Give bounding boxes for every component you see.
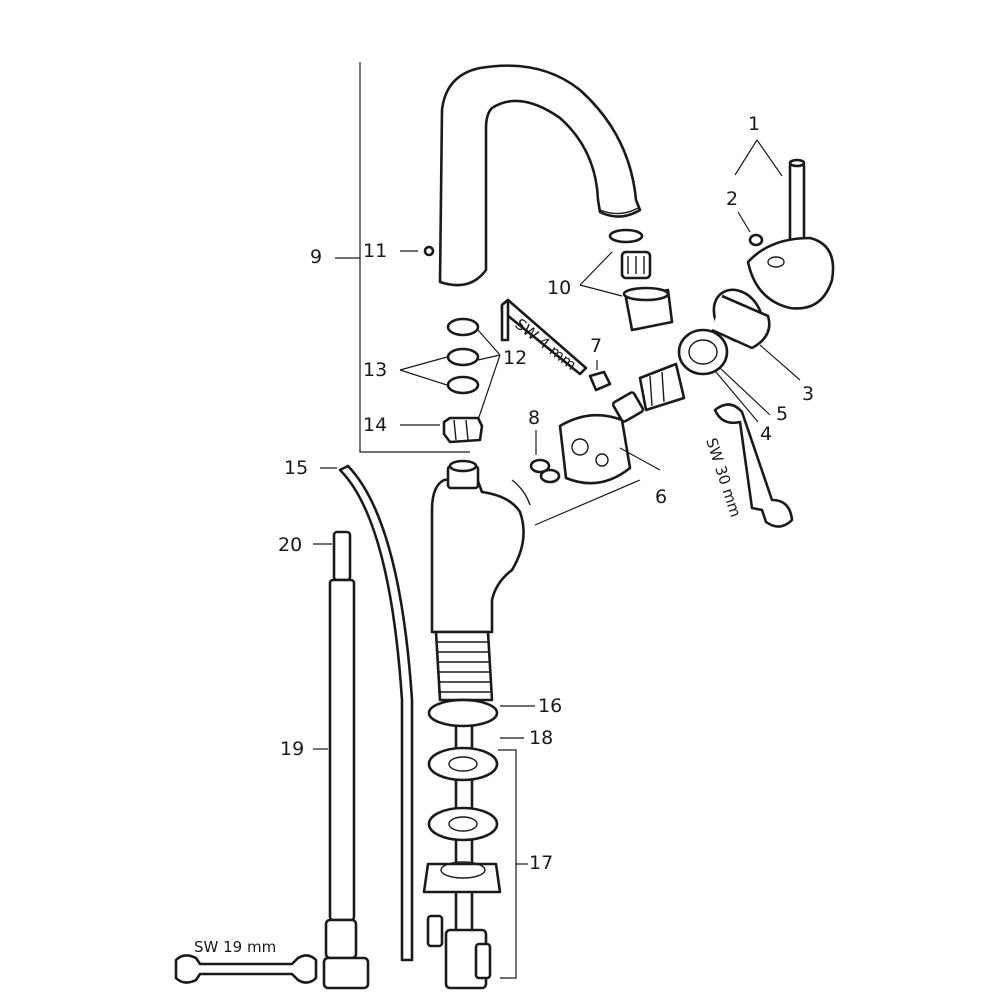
label-4: 4 (760, 423, 772, 445)
cartridge-6 (534, 362, 686, 526)
hose-15 (320, 464, 414, 962)
wrench-19-size-label: SW 19 mm (194, 938, 276, 956)
label-16: 16 (538, 695, 562, 717)
hose-19-20 (313, 530, 370, 990)
label-7: 7 (590, 335, 602, 357)
faucet-body (430, 459, 525, 702)
wrench-icon (713, 403, 794, 528)
label-12: 12 (503, 347, 527, 369)
label-18: 18 (529, 727, 553, 749)
mounting-set (422, 698, 535, 990)
cover-ring-3 (711, 288, 801, 381)
label-8: 8 (528, 407, 540, 429)
handle-lever (734, 139, 835, 310)
spout (438, 64, 642, 287)
label-2: 2 (726, 188, 738, 210)
wrench-icon (174, 954, 318, 984)
screw-11 (400, 245, 435, 257)
bracket-9 (335, 62, 470, 453)
grub-screw-2 (737, 211, 764, 247)
label-15: 15 (284, 457, 308, 479)
screw-7 (588, 360, 612, 392)
o-rings-8 (511, 430, 561, 506)
label-13: 13 (363, 359, 387, 381)
nut-4-5 (677, 328, 771, 423)
wrench-30-size-label: SW 30 mm (702, 436, 745, 520)
label-10: 10 (547, 277, 571, 299)
label-6: 6 (655, 486, 667, 508)
seal-stack-12-13-14 (399, 317, 501, 444)
label-5: 5 (776, 403, 788, 425)
label-14: 14 (363, 414, 387, 436)
allen-key-icon (500, 298, 588, 376)
label-11: 11 (363, 240, 387, 262)
label-9: 9 (310, 246, 322, 268)
label-20: 20 (278, 534, 302, 556)
label-1: 1 (748, 113, 760, 135)
aerator-10 (579, 228, 674, 332)
label-19: 19 (280, 738, 304, 760)
label-17: 17 (529, 852, 553, 874)
label-3: 3 (802, 383, 814, 405)
